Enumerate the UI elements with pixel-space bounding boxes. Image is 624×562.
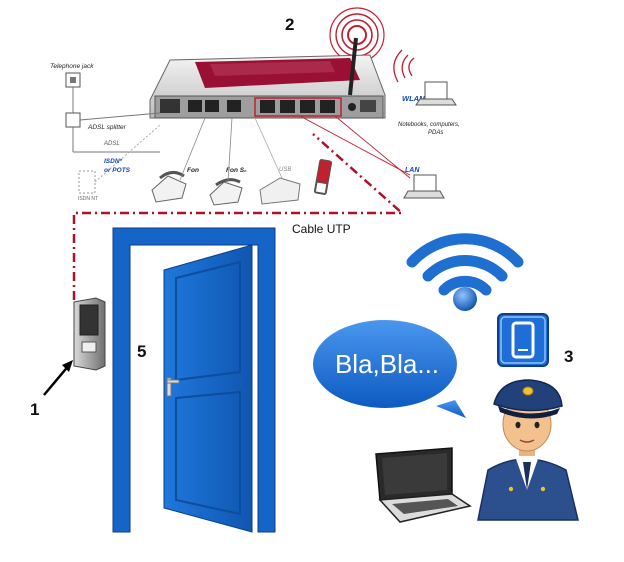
isdn-label: ISDN*: [104, 158, 123, 165]
isdn-nt-label: ISDN NT: [78, 196, 98, 202]
fon-s0-label: Fon S₀: [226, 167, 247, 174]
wifi-icon: [406, 233, 524, 311]
smartphone-icon: [497, 313, 549, 367]
lan-label: LAN: [405, 167, 420, 174]
wlan-label: WLAN: [402, 94, 425, 103]
isdn-nt-box: [78, 170, 96, 194]
adsl-splitter-icon: [65, 112, 81, 128]
speech-bubble: [313, 320, 466, 418]
notebooks-label-line1: Notebooks, computers,: [398, 122, 460, 128]
callout-1: 1: [30, 400, 39, 419]
usb-label: USB: [279, 167, 291, 173]
cable-utp-label: Cable UTP: [292, 222, 351, 236]
pots-label: or POTS: [104, 167, 131, 174]
notebooks-label-line2: PDAs: [428, 130, 443, 136]
laptop-lan-icon: [403, 174, 445, 199]
laptop-wlan-icon: [415, 81, 457, 106]
callout-5: 5: [137, 342, 146, 361]
callout-3: 3: [564, 347, 573, 366]
adsl-label: ADSL: [103, 141, 120, 147]
laptop-icon: [375, 447, 472, 523]
arrow-icon: [43, 360, 73, 396]
speech-bubble-text: Bla,Bla...: [335, 349, 439, 379]
wlan-waves-icon: [393, 49, 415, 83]
adsl-splitter-label: ADSL splitter: [87, 124, 127, 131]
fon-label: Fon: [187, 167, 199, 174]
usb-stick-icon: [313, 159, 333, 195]
telephone-jack-label: Telephone jack: [50, 63, 94, 70]
telephone-s0-icon: [209, 178, 243, 206]
intercom-icon: [73, 297, 106, 371]
callout-2: 2: [285, 15, 294, 34]
wlan-signal-rings: [329, 7, 385, 63]
usb-printer-icon: [259, 177, 301, 205]
door-icon: [112, 227, 276, 533]
router-icon: [149, 37, 386, 119]
cable-utp-line: [72, 133, 406, 300]
guard-icon: [477, 379, 579, 521]
